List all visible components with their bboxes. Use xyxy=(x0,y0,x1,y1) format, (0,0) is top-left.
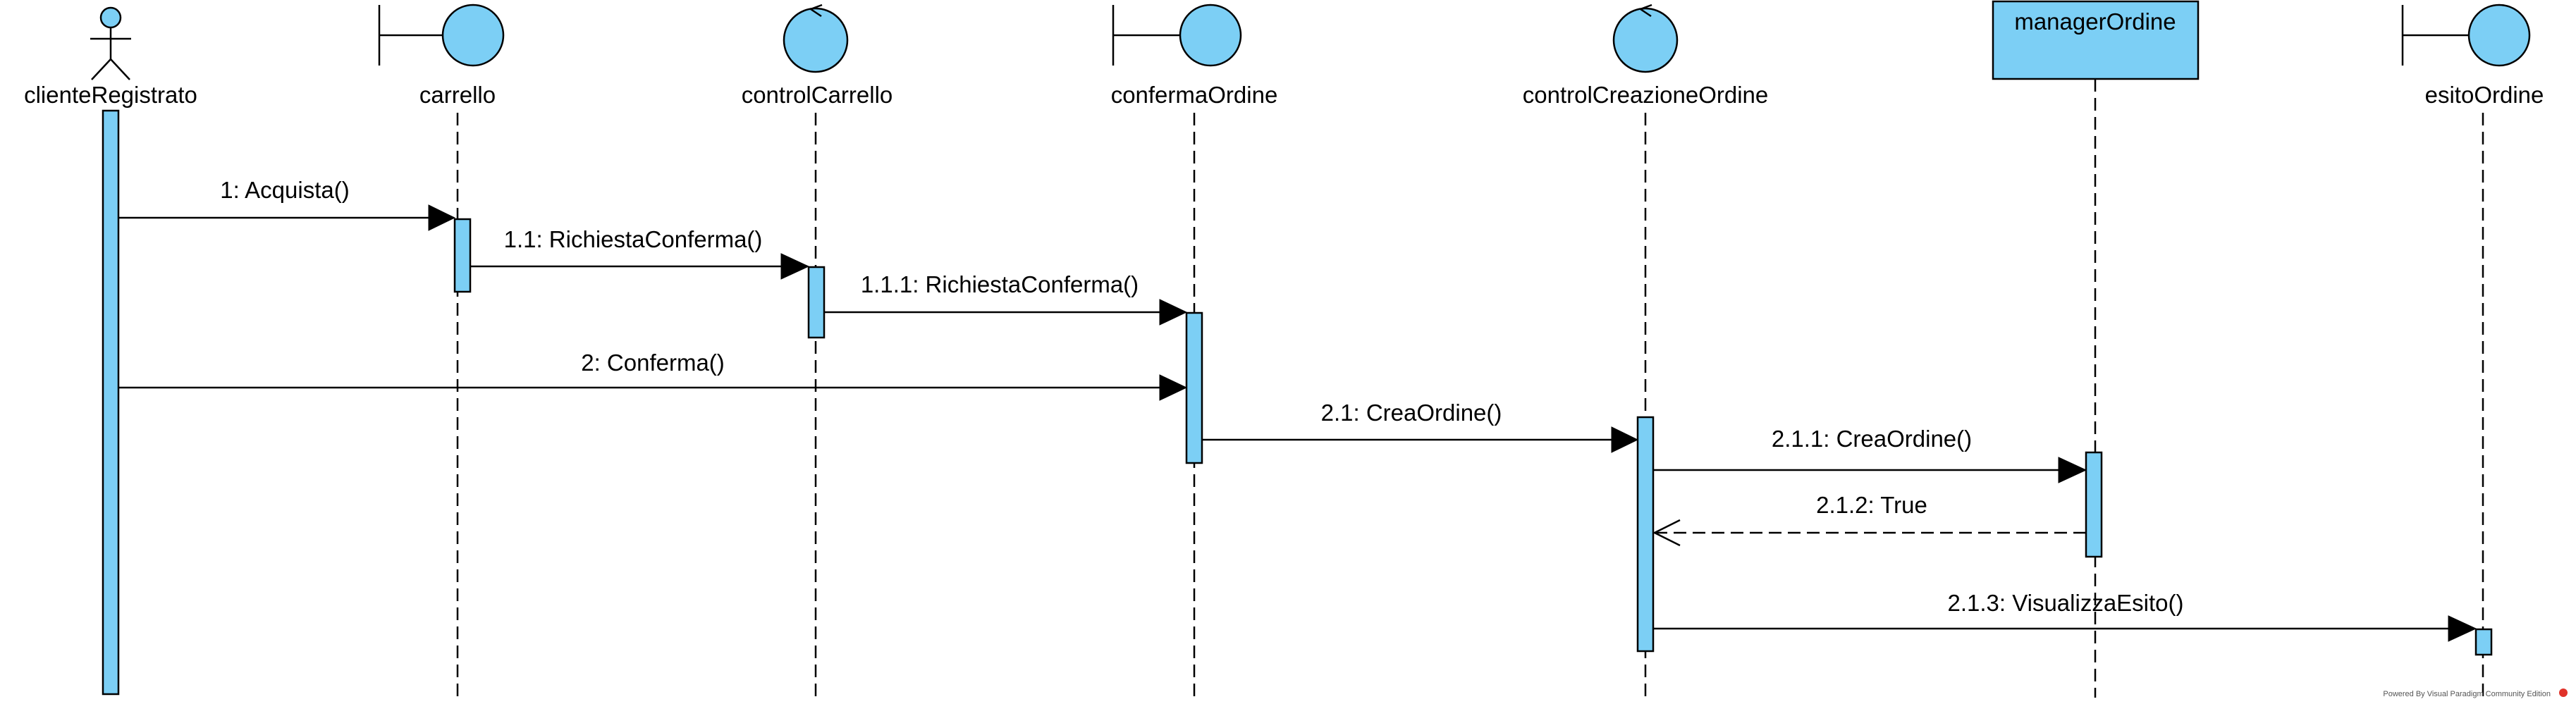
participant-carrello[interactable]: carrello xyxy=(378,4,505,108)
footer-credit: Powered By Visual Paradigm Community Edi… xyxy=(2383,690,2551,698)
lifeline-name: esitoOrdine xyxy=(2425,82,2544,108)
lifeline-name: controlCarrello xyxy=(742,82,893,108)
activation-bar xyxy=(102,109,120,696)
boundary-icon xyxy=(2401,4,2531,67)
activation-bar xyxy=(2085,451,2103,558)
activation-bar xyxy=(807,266,826,339)
activation-bar xyxy=(453,218,472,293)
lifeline-name: controlCreazioneOrdine xyxy=(1523,82,1769,108)
participant-controlCarrello[interactable]: controlCarrello xyxy=(742,4,893,108)
control-icon xyxy=(1612,4,1679,73)
lifeline-name: managerOrdine xyxy=(2014,8,2176,35)
participant-clienteRegistrato[interactable]: clienteRegistrato xyxy=(24,6,197,108)
participant-managerOrdine[interactable]: managerOrdine xyxy=(1992,0,2200,80)
return-arrowhead xyxy=(1652,519,1681,547)
arrowhead xyxy=(2058,457,2087,483)
boundary-icon xyxy=(1112,4,1242,67)
arrowhead xyxy=(1159,299,1188,326)
participant-confermaOrdine[interactable]: confermaOrdine xyxy=(1111,4,1278,108)
visual-paradigm-logo-icon xyxy=(2559,688,2568,697)
activation-bar xyxy=(2474,628,2493,656)
message-label: 2.1.3: VisualizzaEsito() xyxy=(1947,590,2183,616)
actor-icon xyxy=(90,6,131,80)
message-label: 2: Conferma() xyxy=(581,350,725,376)
arrowhead xyxy=(1611,426,1639,453)
message-label: 1: Acquista() xyxy=(220,177,349,203)
arrowhead xyxy=(428,204,456,231)
boundary-icon xyxy=(378,4,505,67)
control-icon xyxy=(783,4,849,73)
activation-bar xyxy=(1185,311,1203,464)
participant-esitoOrdine[interactable]: esitoOrdine xyxy=(2401,4,2544,108)
participant-controlCreazioneOrdine[interactable]: controlCreazioneOrdine xyxy=(1523,4,1769,108)
activation-bar xyxy=(1636,416,1655,653)
lifeline-name: carrello xyxy=(419,82,496,108)
lifeline-name: clienteRegistrato xyxy=(24,82,197,108)
message-label: 1.1: RichiestaConferma() xyxy=(504,226,763,252)
message-label: 2.1.2: True xyxy=(1816,492,1927,518)
message-label: 1.1.1: RichiestaConferma() xyxy=(861,271,1139,297)
message-label: 2.1.1: CreaOrdine() xyxy=(1772,426,1972,452)
arrowhead xyxy=(780,253,810,280)
lifeline-name: confermaOrdine xyxy=(1111,82,1278,108)
message-label: 2.1: CreaOrdine() xyxy=(1321,400,1502,426)
arrowhead xyxy=(2448,615,2477,642)
arrowhead xyxy=(1159,374,1188,401)
